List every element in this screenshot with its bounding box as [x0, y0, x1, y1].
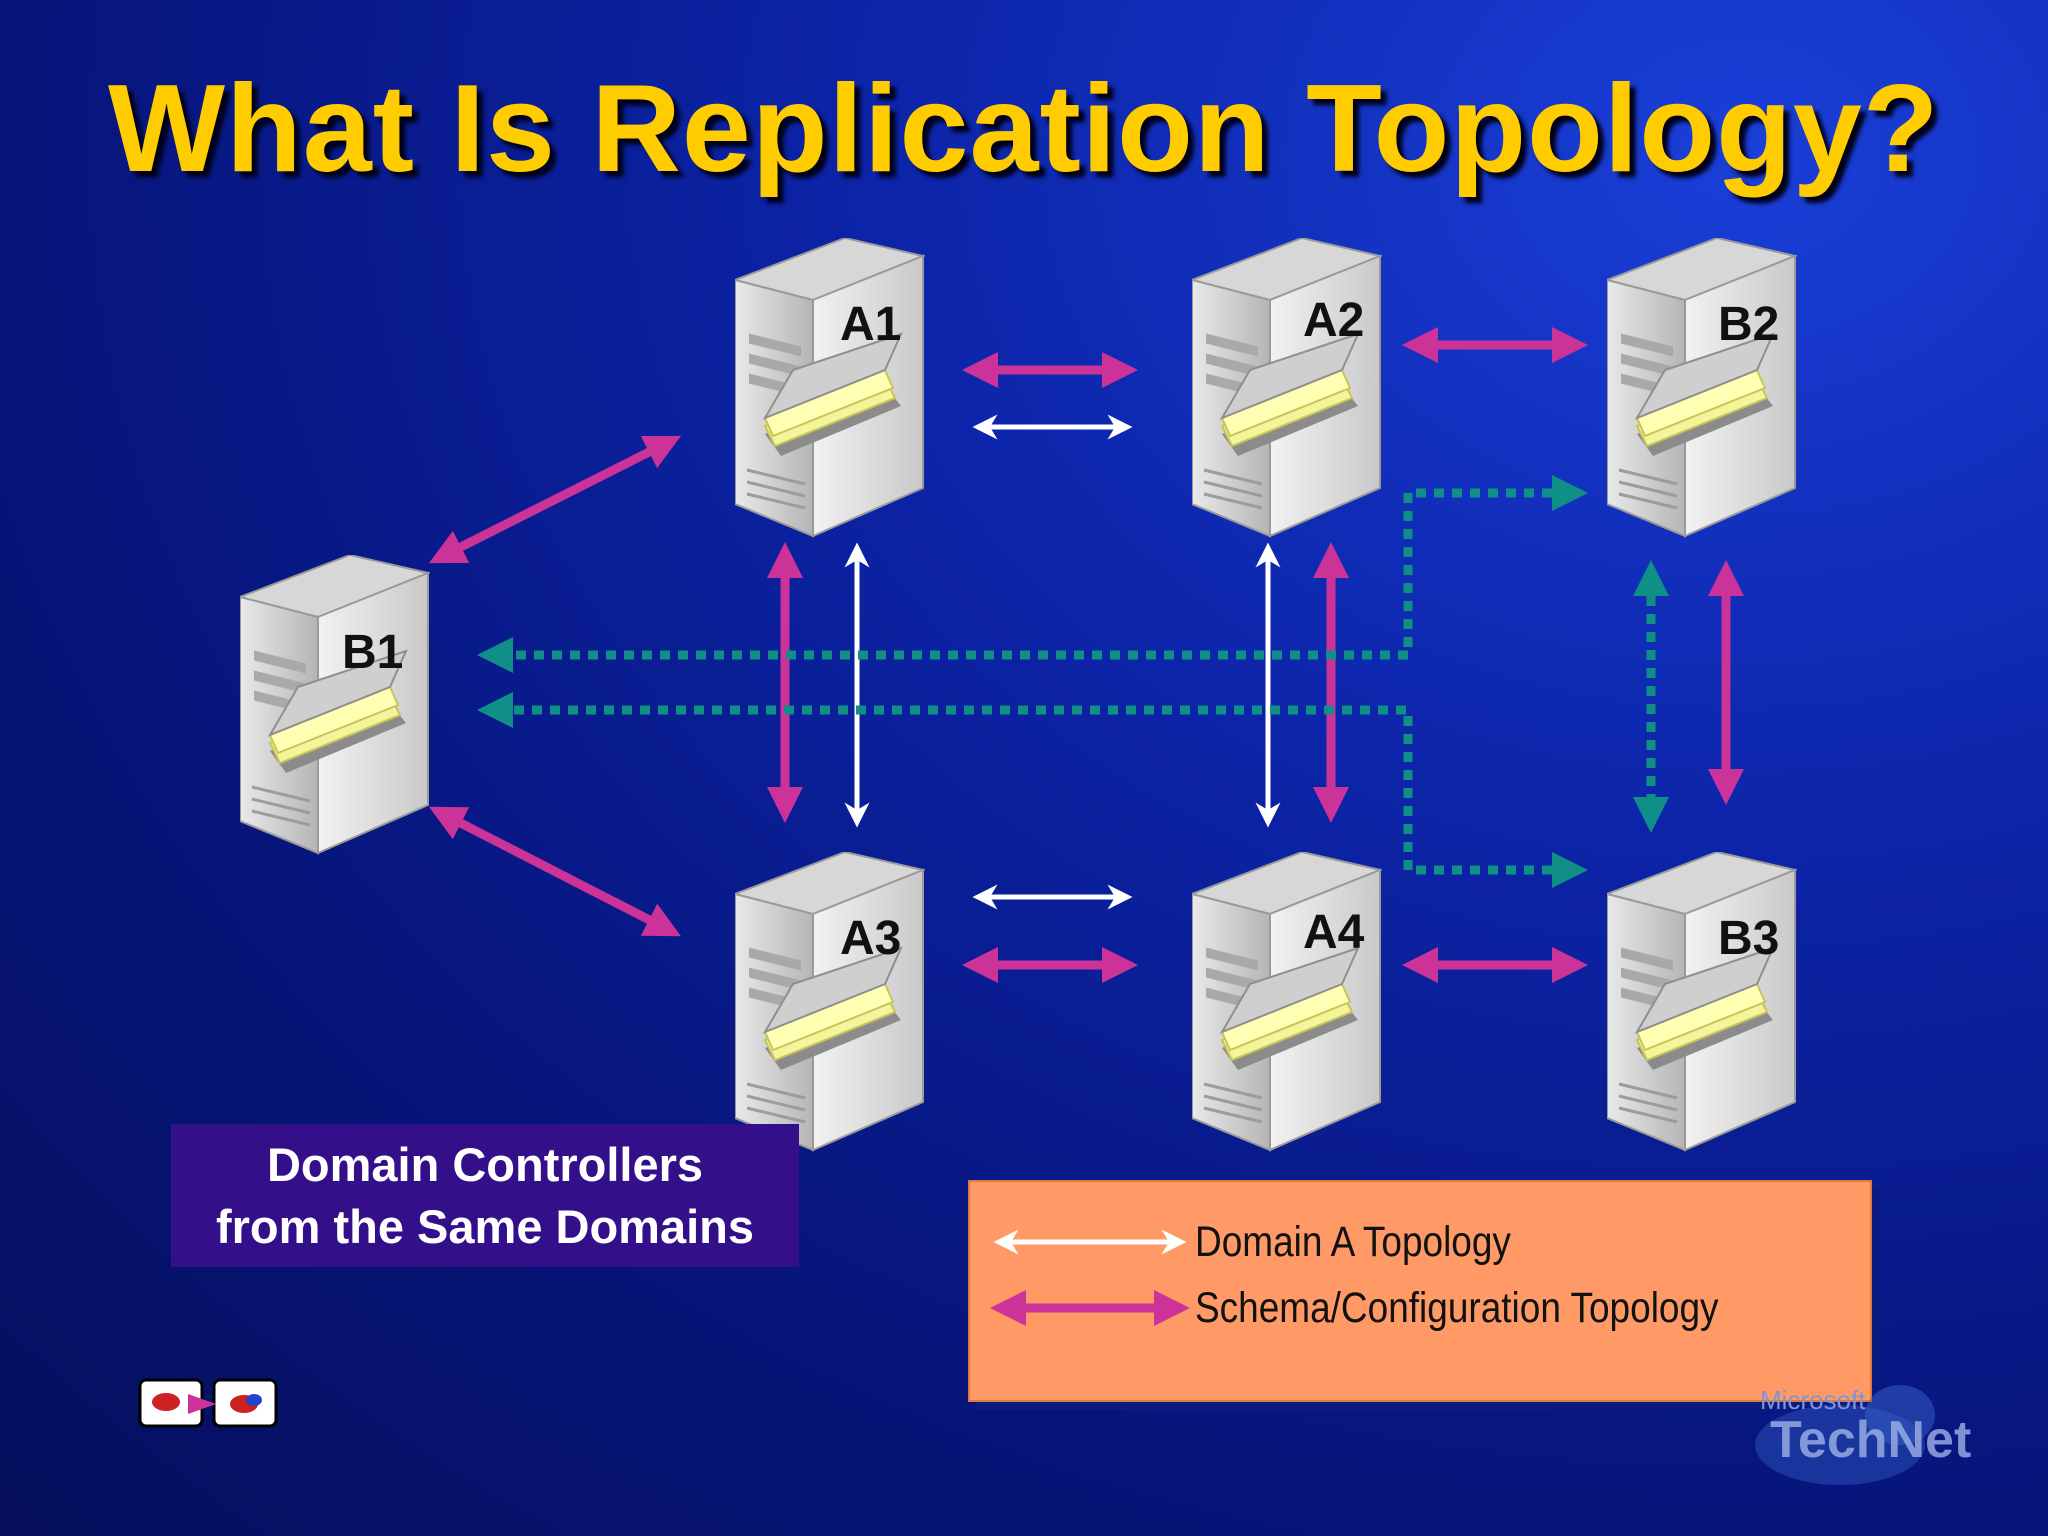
server-a3: A3 [735, 852, 925, 1152]
server-label: B3 [1718, 912, 1779, 965]
legend-white-arrow-icon [993, 1229, 1187, 1255]
server-b1: B1 [240, 555, 430, 855]
server-a4: A4 [1192, 852, 1382, 1152]
slide-title: What Is Replication Topology? [108, 60, 1940, 198]
technet-logo: Microsoft TechNet [1755, 1385, 1971, 1485]
callout-line-1: Domain Controllers [266, 1137, 704, 1191]
server-label: A1 [840, 298, 901, 351]
server-label: B2 [1718, 298, 1779, 351]
legend-pink-arrow-icon [990, 1290, 1190, 1326]
legend-row-schema-config: Schema/Configuration Topology [970, 1278, 1870, 1338]
arrow-schema-b1-a1 [428, 435, 682, 564]
slide-nav-icon[interactable] [138, 1378, 278, 1430]
callout-box: Domain Controllers from the Same Domains [171, 1124, 799, 1267]
legend-label-domain-a: Domain A Topology [1195, 1218, 1511, 1266]
arrow-schema-b1-a3 [428, 806, 682, 937]
arrow-dotted-b3-b1 [477, 692, 1588, 888]
server-a2: A2 [1192, 238, 1382, 538]
callout-line-2: from the Same Domains [215, 1199, 755, 1253]
legend-label-schema-config: Schema/Configuration Topology [1195, 1284, 1719, 1332]
svg-text:Microsoft: Microsoft [1760, 1385, 1866, 1415]
server-label: A4 [1303, 906, 1365, 959]
arrow-dotted-b2-b1 [477, 475, 1588, 673]
server-label: A3 [840, 912, 901, 965]
server-b3: B3 [1607, 852, 1797, 1152]
svg-text:TechNet: TechNet [1770, 1411, 1971, 1469]
server-a1: A1 [735, 238, 925, 538]
legend-box: Domain A Topology Schema/Configuration T… [968, 1180, 1872, 1402]
server-label: A2 [1303, 294, 1364, 347]
legend-row-domain-a: Domain A Topology [970, 1212, 1870, 1272]
server-label: B1 [342, 626, 403, 679]
server-b2: B2 [1607, 238, 1797, 538]
